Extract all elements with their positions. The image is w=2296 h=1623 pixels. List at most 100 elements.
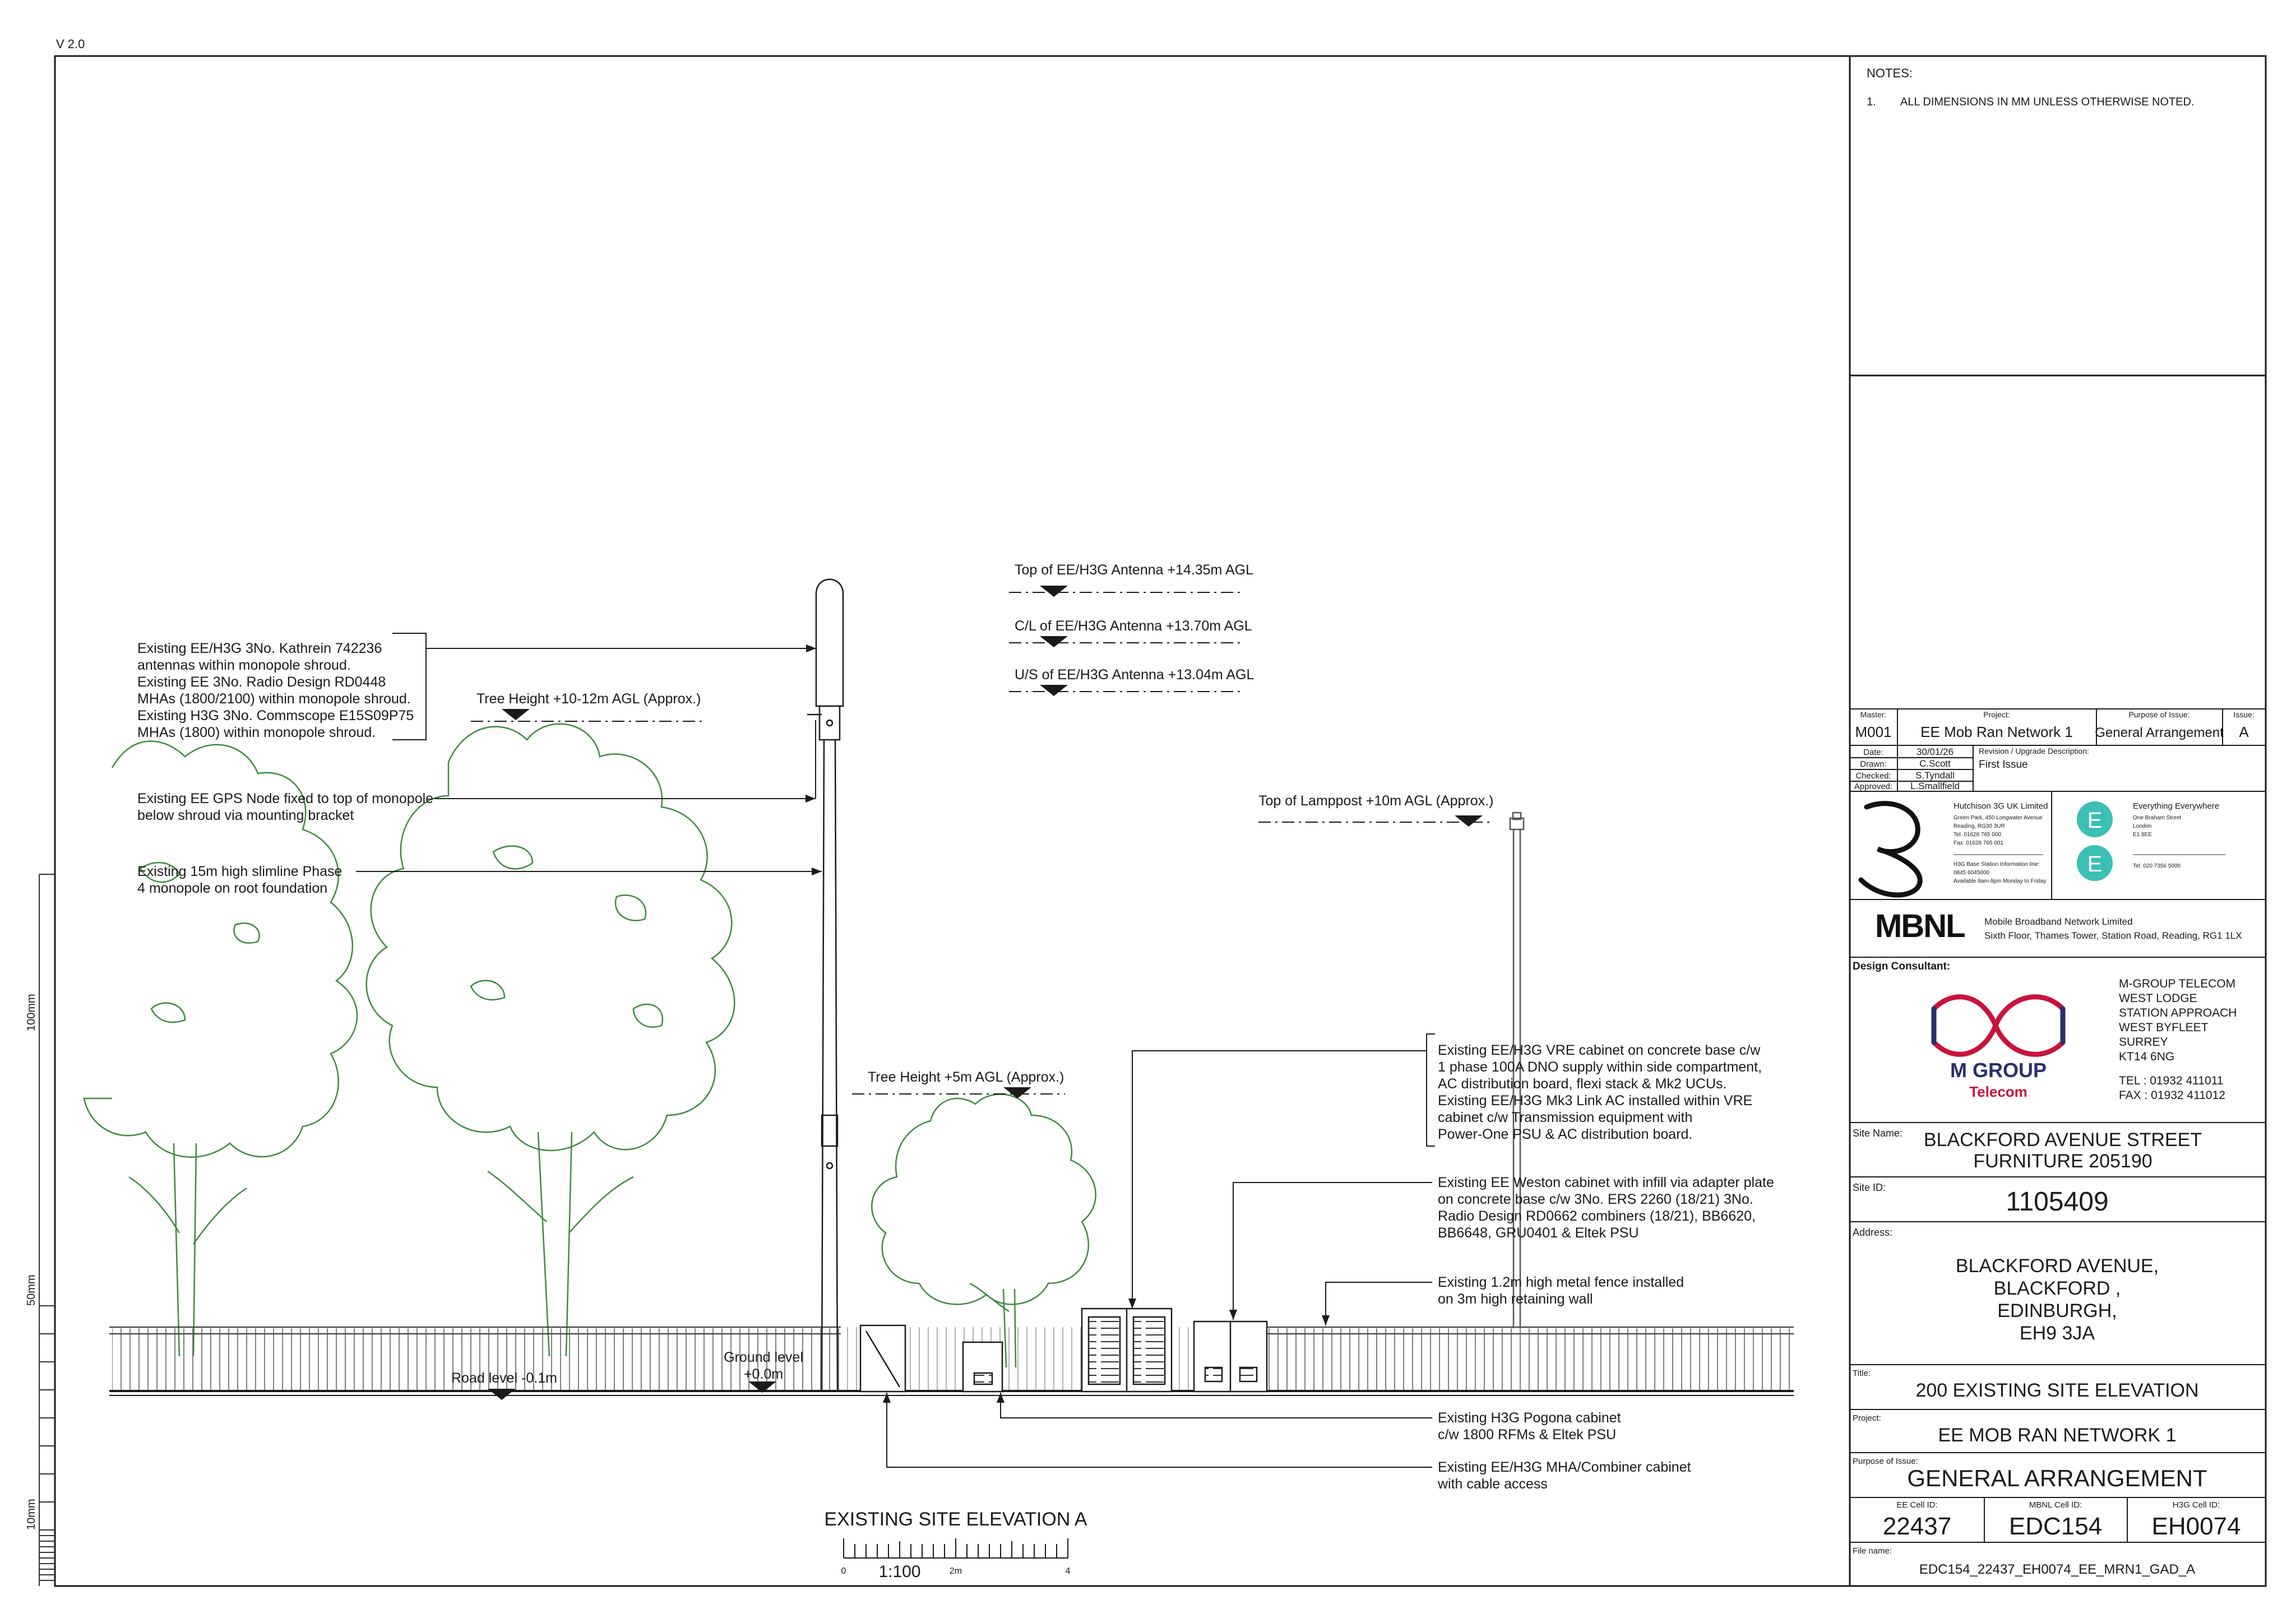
svg-text:4 monopole on root foundation: 4 monopole on root foundation xyxy=(137,880,327,896)
scale-bar xyxy=(843,1538,1068,1559)
mha-combiner-cabinet xyxy=(859,1324,906,1393)
h3g-name: Hutchison 3G UK Limited xyxy=(1954,801,2048,811)
svg-text:Fax: 01628 765 001: Fax: 01628 765 001 xyxy=(1954,840,2003,846)
svg-text:E: E xyxy=(2087,808,2103,833)
svg-text:One Braham Street: One Braham Street xyxy=(2133,815,2181,821)
checked-value: S.Tyndall xyxy=(1915,770,1955,781)
project-label: Project: xyxy=(1983,710,2010,719)
h3g-cell-value: EH0074 xyxy=(2151,1513,2241,1540)
annotation-mha: Existing EE/H3G MHA/Combiner cabinet wit… xyxy=(1437,1459,1691,1492)
svg-text:H3G Base Station Information l: H3G Base Station Information line: xyxy=(1954,861,2040,868)
svg-text:Existing EE 3No. Radio Design: Existing EE 3No. Radio Design RD0448 xyxy=(137,674,386,690)
svg-text:on 3m high retaining wall: on 3m high retaining wall xyxy=(1438,1291,1593,1307)
svg-text:London: London xyxy=(2133,823,2151,829)
mgroup-logo xyxy=(1931,994,2066,1057)
date-value: 30/01/26 xyxy=(1917,746,1954,757)
ee-name: Everything Everywhere xyxy=(2133,801,2219,811)
title-block-grid xyxy=(1850,708,2266,1543)
svg-text:1 phase 100A DNO supply within: 1 phase 100A DNO supply within side comp… xyxy=(1438,1059,1762,1075)
level-ground-2: +0.0m xyxy=(744,1366,783,1382)
svg-text:AC distribution board, flexi s: AC distribution board, flexi stack & Mk2… xyxy=(1438,1076,1726,1092)
level-cl-antenna: C/L of EE/H3G Antenna +13.70m AGL xyxy=(1015,618,1252,634)
svg-text:Tel: 020 7356 5000: Tel: 020 7356 5000 xyxy=(2133,863,2181,869)
issue-value: A xyxy=(2239,724,2249,740)
tree-centre-large xyxy=(365,723,735,1357)
level-ground-1: Ground level xyxy=(724,1350,803,1365)
svg-text:cabinet c/w Transmission equip: cabinet c/w Transmission equipment with xyxy=(1438,1110,1692,1125)
purpose-label: Purpose of Issue: xyxy=(2129,710,2190,719)
svg-text:on concrete base c/w 3No. ERS: on concrete base c/w 3No. ERS 2260 (18/2… xyxy=(1438,1191,1753,1207)
drawing-title: EXISTING SITE ELEVATION A xyxy=(824,1509,1087,1530)
purpose-value: General Arrangement xyxy=(2095,725,2224,740)
project2-label: Project: xyxy=(1853,1413,1881,1423)
file-name: EDC154_22437_EH0074_EE_MRN1_GAD_A xyxy=(1919,1562,2195,1577)
mbnl-logo: MBNL xyxy=(1875,908,1965,944)
svg-text:STATION APPROACH: STATION APPROACH xyxy=(2119,1007,2237,1019)
drawn-value: C.Scott xyxy=(1919,758,1951,769)
checked-label: Checked: xyxy=(1855,771,1891,781)
boundary-fence xyxy=(109,1327,1794,1390)
svg-text:Existing 1.2m high metal fence: Existing 1.2m high metal fence installed xyxy=(1438,1274,1684,1290)
mbnl-address: Sixth Floor, Thames Tower, Station Road,… xyxy=(1984,930,2242,941)
margin-scale xyxy=(39,874,55,1586)
mbnl-cell-label: MBNL Cell ID: xyxy=(2029,1500,2082,1510)
pogona-cabinet xyxy=(962,1341,1003,1393)
weston-cabinet xyxy=(1193,1320,1268,1393)
svg-text:E1 8EE: E1 8EE xyxy=(2133,832,2152,838)
scale-mark-50mm: 50mm xyxy=(25,1274,38,1306)
svg-text:EDINBURGH,: EDINBURGH, xyxy=(1997,1300,2117,1321)
svg-text:Tel: 01628 765 000: Tel: 01628 765 000 xyxy=(1954,832,2002,838)
title-label: Title: xyxy=(1853,1369,1871,1378)
svg-text:BLACKFORD AVENUE,: BLACKFORD AVENUE, xyxy=(1956,1255,2159,1277)
notes-heading: NOTES: xyxy=(1867,66,1913,80)
ee-logo: E E xyxy=(2077,801,2113,881)
arrow-heads xyxy=(806,644,1330,1403)
level-us-antenna: U/S of EE/H3G Antenna +13.04m AGL xyxy=(1015,667,1254,683)
purpose2-label: Purpose of Issue: xyxy=(1853,1457,1918,1466)
h3g-cell-label: H3G Cell ID: xyxy=(2173,1500,2220,1510)
svg-text:Green Park, 450 Longwater Aven: Green Park, 450 Longwater Avenue xyxy=(1954,815,2043,821)
svg-text:Existing EE Weston cabinet wit: Existing EE Weston cabinet with infill v… xyxy=(1438,1175,1774,1190)
mgroup-address: M-GROUP TELECOM WEST LODGE STATION APPRO… xyxy=(2119,977,2237,1102)
site-name-label: Site Name: xyxy=(1853,1128,1902,1139)
version-label: V 2.0 xyxy=(56,37,85,51)
ee-cell-label: EE Cell ID: xyxy=(1896,1500,1937,1510)
level-markers xyxy=(488,586,1483,1400)
mbnl-cell-value: EDC154 xyxy=(2009,1513,2102,1540)
svg-text:MHAs (1800/2100) within monopo: MHAs (1800/2100) within monopole shroud. xyxy=(137,691,411,707)
annotation-pogona: Existing H3G Pogona cabinet c/w 1800 RFM… xyxy=(1438,1410,1621,1443)
level-tree-small: Tree Height +5m AGL (Approx.) xyxy=(868,1069,1064,1085)
svg-text:0845 6045000: 0845 6045000 xyxy=(1954,870,1989,876)
svg-text:M-GROUP TELECOM: M-GROUP TELECOM xyxy=(2119,977,2235,990)
svg-text:MHAs (1800) within monopole sh: MHAs (1800) within monopole shroud. xyxy=(137,725,376,740)
svg-text:FAX : 01932 411012: FAX : 01932 411012 xyxy=(2119,1089,2225,1102)
ee-cell-value: 22437 xyxy=(1883,1513,1951,1540)
project-value: EE Mob Ran Network 1 xyxy=(1920,724,2073,740)
annotation-fence: Existing 1.2m high metal fence installed… xyxy=(1438,1274,1684,1307)
ee-details: One Braham Street London E1 8EE Tel: 020… xyxy=(2133,815,2225,869)
svg-text:WEST LODGE: WEST LODGE xyxy=(2119,992,2197,1005)
approved-value: L.Smallfield xyxy=(1910,781,1960,791)
annotation-antennas: Existing EE/H3G 3No. Kathrein 742236 ant… xyxy=(137,641,414,740)
svg-text:Existing EE/H3G 3No. Kathrein: Existing EE/H3G 3No. Kathrein 742236 xyxy=(137,641,382,656)
site-id-label: Site ID: xyxy=(1853,1182,1886,1193)
sheet-border xyxy=(54,55,2267,1587)
revision-label: Revision / Upgrade Description: xyxy=(1979,746,2089,755)
annotation-monopole: Existing 15m high slimline Phase 4 monop… xyxy=(137,864,342,896)
annotation-leaders xyxy=(356,633,1435,1468)
svg-text:BLACKFORD ,: BLACKFORD , xyxy=(1994,1278,2121,1299)
svg-text:below shroud via mounting brac: below shroud via mounting bracket xyxy=(137,808,354,823)
svg-text:Existing EE/H3G VRE cabinet on: Existing EE/H3G VRE cabinet on concrete … xyxy=(1438,1042,1761,1058)
svg-text:Available 8am-8pm Monday to Fr: Available 8am-8pm Monday to Friday xyxy=(1954,878,2046,884)
svg-text:c/w 1800 RFMs & Eltek PSU: c/w 1800 RFMs & Eltek PSU xyxy=(1438,1427,1616,1443)
mgroup-telecom: Telecom xyxy=(1969,1083,2027,1100)
drawn-label: Drawn: xyxy=(1860,759,1887,769)
svg-text:E: E xyxy=(2087,852,2103,877)
level-dash-lines xyxy=(471,592,1494,1095)
site-address: BLACKFORD AVENUE, BLACKFORD , EDINBURGH,… xyxy=(1956,1255,2159,1344)
purpose2-value: GENERAL ARRANGEMENT xyxy=(1907,1465,2207,1491)
svg-text:Existing EE/H3G Mk3 Link AC in: Existing EE/H3G Mk3 Link AC installed wi… xyxy=(1438,1093,1752,1109)
svg-text:TEL : 01932 411011: TEL : 01932 411011 xyxy=(2119,1074,2223,1087)
file-label: File name: xyxy=(1853,1546,1892,1556)
